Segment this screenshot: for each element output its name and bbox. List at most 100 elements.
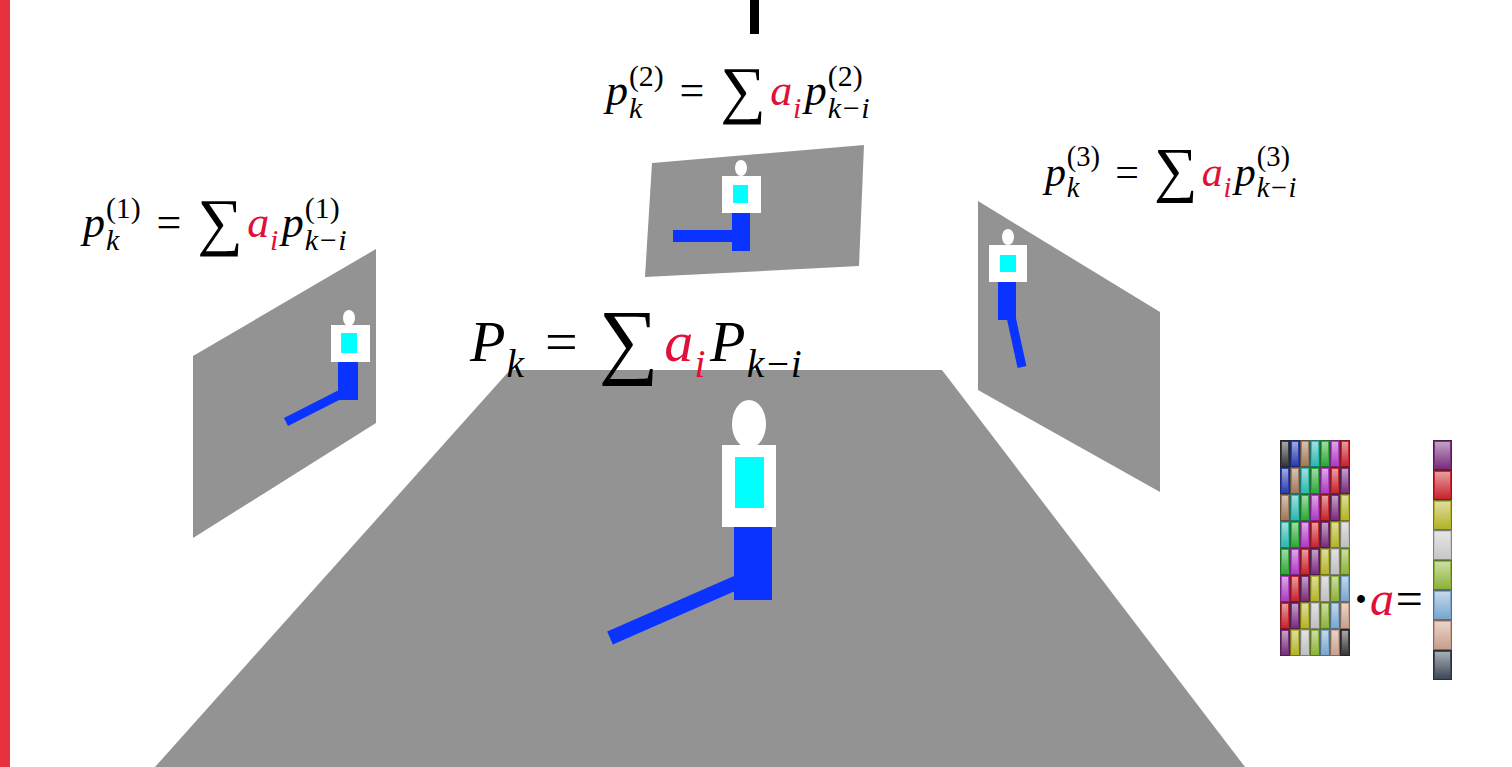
variable: p <box>1045 151 1066 193</box>
operator: = <box>680 69 705 113</box>
variable: a <box>770 69 792 113</box>
matrix-cell <box>1311 603 1320 629</box>
matrix-cell <box>1341 576 1350 602</box>
matrix-cell <box>1321 441 1330 467</box>
matrix-cell <box>1281 522 1290 548</box>
sum-sign: ∑ <box>197 190 242 254</box>
stick-figure <box>610 400 776 638</box>
matrix-cell <box>1311 630 1320 656</box>
matrix-cell <box>1434 501 1452 530</box>
matrix-cell <box>1331 603 1340 629</box>
matrix-cell <box>1281 603 1290 629</box>
matrix-cell <box>1341 441 1350 467</box>
subscript: k <box>507 345 525 384</box>
matrix-cell <box>1331 495 1340 521</box>
operator: = <box>545 313 578 371</box>
stick-figure <box>286 310 370 422</box>
matrix-cell <box>1281 468 1290 494</box>
sum-sign: ∑ <box>720 58 765 122</box>
matrix-cell <box>1331 441 1340 467</box>
matrix-cell <box>1331 549 1340 575</box>
subscript: i <box>694 345 705 384</box>
operator: = <box>1396 575 1423 623</box>
matrix-cell <box>1341 495 1350 521</box>
subscript: k <box>106 225 119 255</box>
variable: p <box>83 201 105 245</box>
matrix-cell <box>1311 495 1320 521</box>
matrix-cell <box>1341 522 1350 548</box>
matrix-cell <box>1321 603 1330 629</box>
view-index: (3) <box>1067 143 1100 172</box>
variable: a <box>1370 575 1394 623</box>
subscript: k−i <box>747 345 802 384</box>
slide-border <box>0 0 10 767</box>
matrix-cell <box>1301 549 1310 575</box>
stick-figure <box>673 160 761 251</box>
matrix-cell <box>1321 468 1330 494</box>
matrix-cell <box>1281 549 1290 575</box>
matrix-cell <box>1301 441 1310 467</box>
view-index: (3) <box>1257 143 1290 172</box>
matrix-cell <box>1341 630 1350 656</box>
subscript: k−i <box>1257 174 1297 203</box>
matrix-cell <box>1301 630 1310 656</box>
subscript: i <box>1224 174 1232 203</box>
operator: · <box>1353 575 1369 623</box>
matrix-cell <box>1434 651 1452 680</box>
matrix-cell <box>1281 630 1290 656</box>
matrix-cell <box>1281 441 1290 467</box>
matrix-cell <box>1311 468 1320 494</box>
subscript: k <box>629 93 642 123</box>
camera-view <box>978 201 1160 492</box>
variable: a <box>247 201 269 245</box>
variable: P <box>710 313 745 371</box>
operator: = <box>1115 151 1139 193</box>
variable: p <box>282 201 304 245</box>
view-index: (1) <box>305 193 340 223</box>
variable: p <box>805 69 827 113</box>
matrix-cell <box>1291 522 1300 548</box>
matrix-cell <box>1291 441 1300 467</box>
variable: p <box>606 69 628 113</box>
matrix-cell <box>1301 468 1310 494</box>
data-matrix <box>1281 441 1350 656</box>
title-fragment <box>750 0 759 34</box>
matrix-cell <box>1311 576 1320 602</box>
matrix-cell <box>1291 576 1300 602</box>
matrix-cell <box>1281 495 1290 521</box>
matrix-cell <box>1291 495 1300 521</box>
matrix-cell <box>1434 441 1452 470</box>
subscript: k−i <box>828 93 870 123</box>
matrix-cell <box>1311 549 1320 575</box>
matrix-cell <box>1291 468 1300 494</box>
matrix-cell <box>1331 576 1340 602</box>
subscript: i <box>793 93 801 123</box>
sum-sign: ∑ <box>599 298 659 382</box>
matrix-cell <box>1311 441 1320 467</box>
matrix-cell <box>1331 468 1340 494</box>
variable: p <box>1235 151 1256 193</box>
matrix-cell <box>1281 576 1290 602</box>
matrix-cell <box>1321 549 1330 575</box>
matrix-cell <box>1341 549 1350 575</box>
matrix-cell <box>1301 495 1310 521</box>
subscript: k−i <box>305 225 347 255</box>
matrix-cell <box>1321 495 1330 521</box>
result-vector <box>1434 441 1452 680</box>
matrix-cell <box>1291 603 1300 629</box>
matrix-cell <box>1434 621 1452 650</box>
matrix-cell <box>1434 561 1452 590</box>
view-index: (1) <box>106 193 141 223</box>
variable: P <box>470 313 505 371</box>
matrix-cell <box>1434 471 1452 500</box>
matrix-cell <box>1331 522 1340 548</box>
view-index: (2) <box>629 61 664 91</box>
matrix-cell <box>1291 549 1300 575</box>
matrix-cell <box>1301 603 1310 629</box>
matrix-cell <box>1331 630 1340 656</box>
view-index: (2) <box>828 61 863 91</box>
subscript: i <box>270 225 278 255</box>
camera-view <box>645 145 864 277</box>
matrix-cell <box>1341 603 1350 629</box>
